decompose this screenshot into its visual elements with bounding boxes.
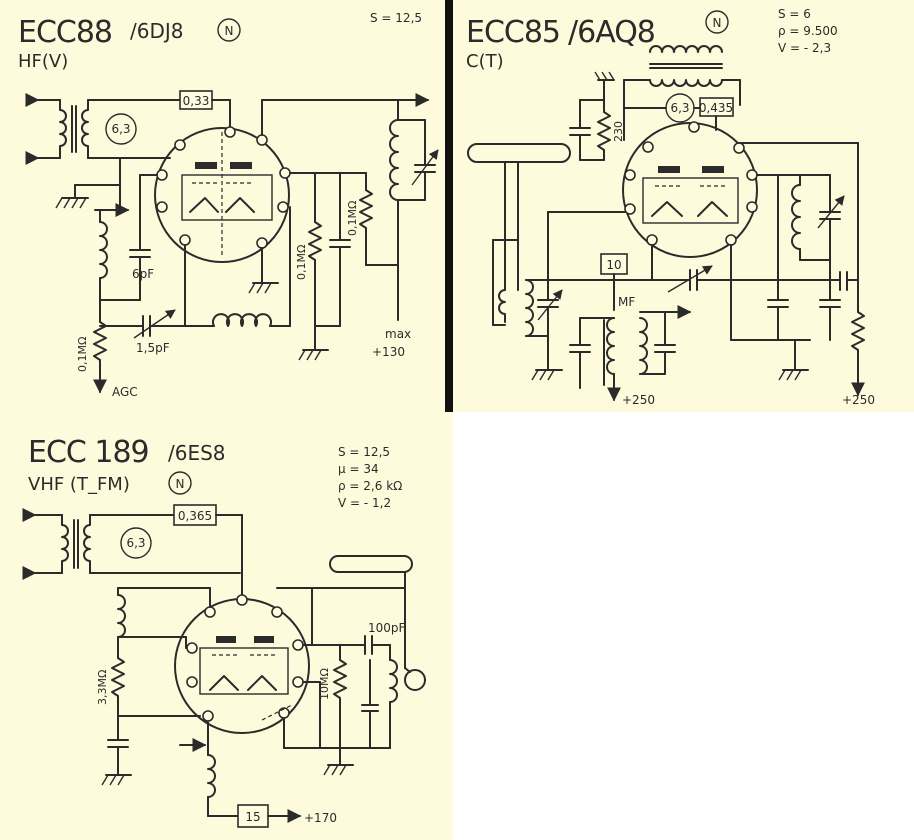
ecc88-supply: +130 [372,345,405,359]
ecc189-heater-circle [120,527,152,559]
panel-ecc85: ECC85 /6AQ8 N C(T) S = 6 ρ = 9.500 V = -… [466,7,875,407]
ecc85-title: ECC85 [466,15,560,50]
ecc85-spec-v: V = - 2,3 [778,41,831,55]
ecc189-spec-rho: ρ = 2,6 kΩ [338,479,402,493]
ecc88-subtitle: HF(V) [18,51,68,72]
panel-ecc189-background [0,412,453,840]
ecc189-badge-circle [168,471,192,495]
ecc85-mf: MF [618,295,635,309]
panel-ecc189: ECC 189 /6ES8 VHF (T_FM) N S = 12,5 μ = … [22,435,426,828]
ecc189-spec-s: S = 12,5 [338,445,390,459]
ecc85-supply-2: +250 [842,393,875,407]
ecc88-heater-label: 6,3 [111,122,130,136]
ecc189-spec-v: V = - 1,2 [338,496,391,510]
ecc85-spec-s: S = 6 [778,7,811,21]
ecc88-box-label: 0,33 [183,94,210,108]
ecc88-spec-s: S = 12,5 [370,11,422,25]
ecc85-res-230: 230 [612,121,625,142]
ecc88-badge-circle [217,18,241,42]
ecc88-tube [154,127,290,263]
ecc189-cap-label: 100pF [368,621,406,635]
ecc189-badge: N [176,477,185,491]
ecc189-alt-title: /6ES8 [168,441,226,465]
ecc189-supply: +170 [304,811,337,825]
ecc189-heater-label: 6,3 [126,536,145,550]
ecc189-box-15-label: 15 [245,810,260,824]
ecc88-trimmer-label: 1,5pF [136,341,170,355]
ecc88-alt-title: /6DJ8 [130,19,184,43]
ecc85-badge: N [713,16,722,30]
ecc85-spec-rho: ρ = 9.500 [778,24,838,38]
panel-ecc85-background [453,0,914,412]
ecc189-box-label: 0,365 [178,509,212,523]
ecc189-res-right: 10MΩ [318,668,331,700]
panel-divider [445,0,453,412]
ecc88-badge: N [225,24,234,38]
ecc85-subtitle: C(T) [466,51,504,72]
ecc88-max: max [385,327,411,341]
ecc88-res-left: 0,1MΩ [76,337,89,372]
ecc189-spec-mu: μ = 34 [338,462,379,476]
panel-ecc88: ECC88 /6DJ8 N HF(V) S = 12,5 6,3 0,33 [18,11,439,399]
ecc88-cap-label: 6pF [132,267,154,281]
ecc88-heater-circle [105,113,137,145]
ecc189-title: ECC 189 [28,435,149,470]
ecc85-badge-circle [705,10,729,34]
ecc189-subtitle: VHF (T_FM) [28,474,130,495]
ecc85-box-10-label: 10 [606,258,621,272]
ecc85-box-label: 0,435 [699,101,733,115]
ecc189-res-left: 3,3MΩ [96,670,109,705]
ecc88-title: ECC88 [18,15,112,50]
ecc85-heater-label: 6,3 [670,101,689,115]
ecc88-agc: AGC [112,385,138,399]
ecc85-supply-1: +250 [622,393,655,407]
ecc88-res-right: 0,1MΩ [346,201,359,236]
ecc85-alt-title: /6AQ8 [568,15,655,50]
ecc88-res-mid: 0,1MΩ [295,245,308,280]
